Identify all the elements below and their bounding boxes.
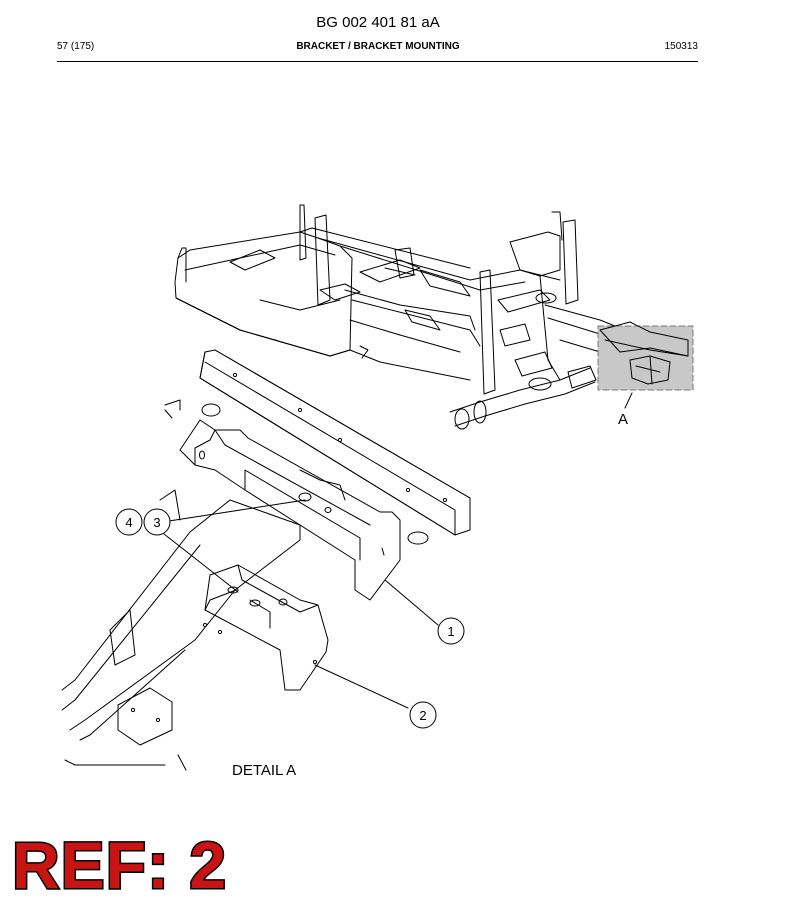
part-2-lower-bracket xyxy=(61,489,329,771)
callout-3: 3 xyxy=(143,508,171,536)
detail-label: DETAIL A xyxy=(232,762,297,779)
callout-4: 4 xyxy=(115,508,143,536)
detail-a-highlight xyxy=(597,325,694,391)
page-title: BRACKET / BRACKET MOUNTING xyxy=(296,41,460,52)
date-code: 150313 xyxy=(664,41,698,52)
document-code: BG 002 401 81 aA xyxy=(316,14,440,31)
svg-text:2: 2 xyxy=(419,708,426,723)
callout-1: 1 xyxy=(437,617,465,645)
svg-text:3: 3 xyxy=(153,515,160,530)
svg-text:1: 1 xyxy=(447,624,454,639)
page-number: 57 (175) xyxy=(57,41,95,52)
detail-a-leader xyxy=(624,392,633,409)
reference-stamp: REF: 2 xyxy=(10,828,228,902)
part-1-mounting-plate xyxy=(164,349,471,601)
callout-leaders xyxy=(163,499,439,709)
svg-text:4: 4 xyxy=(125,515,132,530)
header-rule xyxy=(57,61,698,62)
callout-2: 2 xyxy=(409,701,437,729)
detail-a-bracket-small xyxy=(599,321,689,385)
machine-frame-overview xyxy=(174,204,681,430)
detail-marker: A xyxy=(618,411,629,428)
